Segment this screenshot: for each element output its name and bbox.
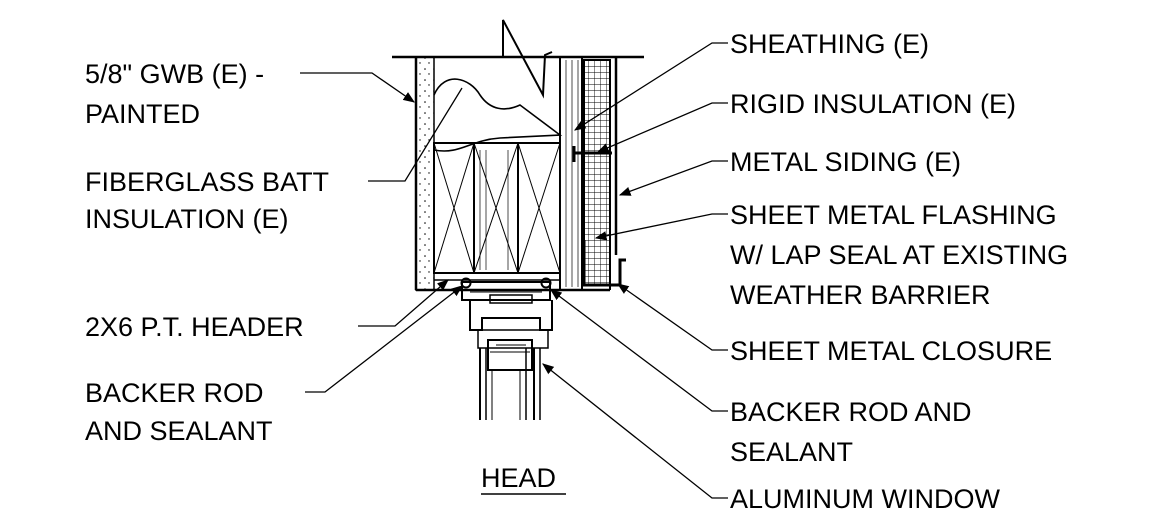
batt-insulation-curve bbox=[433, 78, 563, 152]
label-gwb-line2: PAINTED bbox=[85, 99, 200, 129]
label-batt-line1: FIBERGLASS BATT bbox=[85, 167, 329, 197]
label-backer-right-line1: BACKER ROD AND bbox=[730, 397, 972, 427]
aluminum-window-frame bbox=[460, 277, 553, 420]
leader-window bbox=[542, 363, 728, 499]
label-rigid: RIGID INSULATION (E) bbox=[730, 89, 1016, 119]
leader-sheathing bbox=[574, 42, 728, 131]
leader-lines bbox=[300, 42, 728, 499]
label-batt-line2: INSULATION (E) bbox=[85, 204, 289, 234]
label-siding: METAL SIDING (E) bbox=[730, 147, 961, 177]
label-window: ALUMINUM WINDOW bbox=[730, 484, 1000, 514]
wall-section bbox=[392, 19, 644, 292]
label-backer-right-line2: SEALANT bbox=[730, 437, 853, 467]
rigid-insulation-layer bbox=[583, 59, 611, 286]
leader-closure bbox=[617, 283, 728, 351]
break-symbol bbox=[502, 19, 553, 99]
leader-siding bbox=[618, 160, 728, 196]
label-closure: SHEET METAL CLOSURE bbox=[730, 336, 1052, 366]
label-flashing-line2: W/ LAP SEAL AT EXISTING bbox=[730, 240, 1068, 270]
leader-backer-left bbox=[305, 285, 463, 393]
label-header-line1: 2X6 P.T. HEADER bbox=[85, 312, 304, 342]
label-backer-left-line1: BACKER ROD bbox=[85, 378, 264, 408]
label-gwb-line1: 5/8" GWB (E) - bbox=[85, 59, 264, 89]
callout-labels: 5/8" GWB (E) - PAINTED FIBERGLASS BATT I… bbox=[85, 29, 1068, 514]
sheathing-layer bbox=[559, 56, 583, 291]
leader-header bbox=[358, 279, 449, 327]
label-backer-left-line2: AND SEALANT bbox=[85, 416, 273, 446]
leader-rigid bbox=[596, 102, 728, 153]
label-sheathing: SHEATHING (E) bbox=[730, 29, 929, 59]
leader-flashing bbox=[594, 213, 728, 241]
detail-title: HEAD bbox=[481, 463, 556, 493]
leader-batt bbox=[368, 87, 463, 182]
label-flashing-line3: WEATHER BARRIER bbox=[730, 280, 991, 310]
leader-gwb bbox=[300, 72, 415, 103]
label-flashing-line1: SHEET METAL FLASHING bbox=[730, 200, 1057, 230]
leader-backer-right bbox=[550, 289, 728, 412]
gwb-layer bbox=[415, 56, 435, 291]
